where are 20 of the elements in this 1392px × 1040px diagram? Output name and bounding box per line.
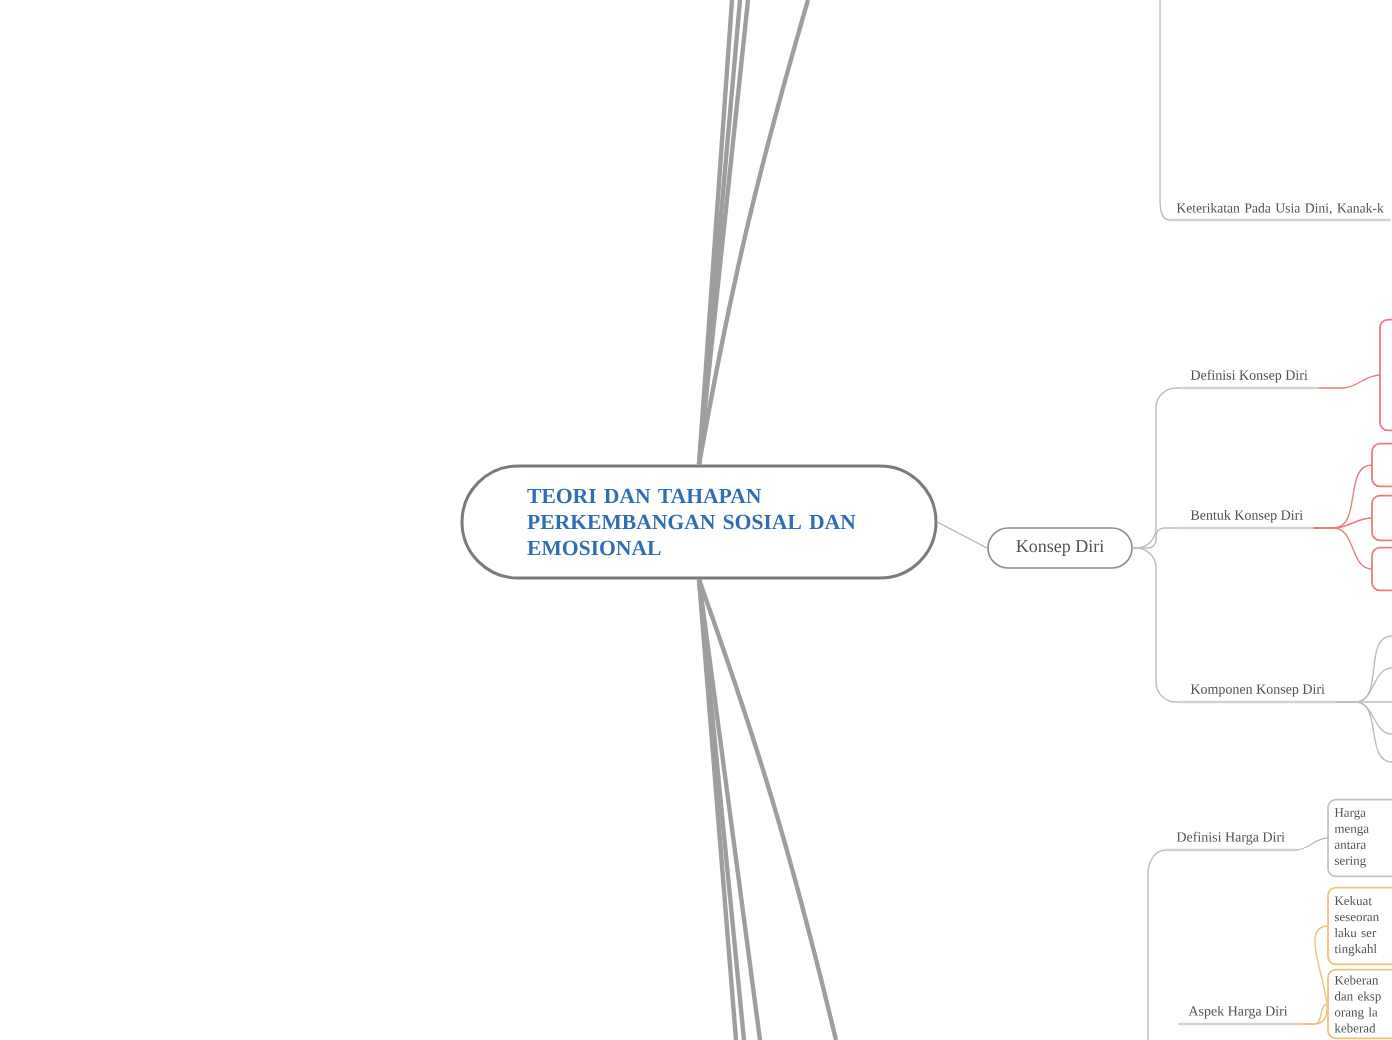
topic-bubble: Konsep Diri [987, 527, 1133, 569]
central-topic: TEORI DAN TAHAPAN PERKEMBANGAN SOSIAL DAN EMOSIONAL [460, 464, 938, 580]
topic-box [1371, 546, 1392, 592]
topic-box [1379, 318, 1392, 432]
connector-line [1294, 837, 1329, 851]
connector-line [696, 579, 747, 1040]
connector-line [1297, 1003, 1329, 1025]
connector-line [696, 578, 839, 1040]
connector-line [1147, 849, 1167, 1040]
connector-line [1132, 527, 1181, 549]
topic-box [1371, 442, 1392, 488]
connector-line [1312, 527, 1373, 570]
connector-line [1132, 547, 1181, 703]
connector-line [936, 521, 988, 549]
topic-box [1371, 494, 1392, 542]
connector-line [696, 579, 763, 1040]
connector-line [1159, 0, 1171, 221]
connector-line [1317, 374, 1381, 389]
connector-line [1334, 701, 1392, 763]
connector-line [696, 0, 811, 465]
